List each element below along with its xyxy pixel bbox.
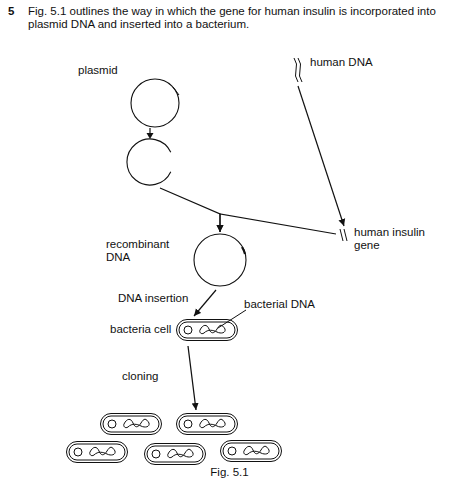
bacterium-cell <box>145 444 206 465</box>
dna-strand <box>294 58 302 82</box>
bacterial-dna-coil <box>200 325 225 333</box>
cell-membrane <box>223 443 279 459</box>
label-text: cloning <box>122 370 158 383</box>
node-box: human insulin gene <box>336 226 446 256</box>
cut-site-mark <box>173 87 179 95</box>
cell-wall <box>145 444 206 465</box>
plasmid-ring <box>152 450 160 458</box>
plasmid-ring <box>131 79 179 127</box>
flow-arrow <box>220 214 336 234</box>
cell-membrane <box>69 444 125 460</box>
node-box: bacteria cell <box>108 316 242 344</box>
cell-wall <box>177 320 238 341</box>
node-label: plasmid <box>78 64 118 77</box>
node-shape <box>70 60 192 188</box>
recombinant-ring <box>194 234 246 286</box>
bacterial-dna-coil <box>168 449 193 457</box>
cell-membrane <box>179 322 235 338</box>
node-box: human DNA <box>290 54 400 86</box>
opened-plasmid <box>127 139 171 185</box>
bacterium-cell <box>221 441 282 462</box>
bacterium-cell <box>177 414 238 435</box>
flow-arrow <box>298 86 344 226</box>
flow-arrow <box>194 290 216 316</box>
bacterium-cell <box>101 414 162 435</box>
bacterial-dna-coil <box>124 419 149 427</box>
cloned-bacteria <box>67 414 282 465</box>
cell-wall <box>101 414 162 435</box>
gene-fragment <box>340 229 347 241</box>
bacterium-cell <box>67 442 128 463</box>
node-label: human DNA <box>310 56 373 69</box>
cell-wall <box>67 442 128 463</box>
bacterial-dna-coil <box>244 446 269 454</box>
label-text: 5 <box>8 5 14 18</box>
plasmid-ring <box>228 447 236 455</box>
node-box: recombinant DNA <box>104 232 252 290</box>
node-label: recombinant DNA <box>106 238 180 264</box>
inserted-gene <box>242 247 245 254</box>
figure-caption: Fig. 5.1 <box>0 466 459 479</box>
plasmid-ring <box>184 326 192 334</box>
node-box: plasmid <box>70 60 192 188</box>
cell-wall <box>177 414 238 435</box>
bacterial-dna-coil <box>200 419 225 427</box>
label-text: bacterial DNA <box>244 298 315 311</box>
node-label: bacteria cell <box>110 323 171 336</box>
flow-arrow <box>160 188 220 232</box>
cloning-arrow <box>188 346 196 410</box>
cell-wall <box>221 441 282 462</box>
bacterial-dna-coil <box>90 447 115 455</box>
plasmid-ring <box>108 420 116 428</box>
plasmid-ring <box>74 448 82 456</box>
edge-label: DNA insertion <box>118 292 188 305</box>
cell-membrane <box>147 446 203 462</box>
arrow-head <box>147 133 154 139</box>
plasmid-ring <box>184 420 192 428</box>
node-label: human insulin gene <box>354 226 428 252</box>
cell-membrane <box>103 416 159 432</box>
cell-membrane <box>179 416 235 432</box>
bacterium-cell <box>177 320 238 341</box>
intro-text: Fig. 5.1 outlines the way in which the g… <box>28 5 448 31</box>
